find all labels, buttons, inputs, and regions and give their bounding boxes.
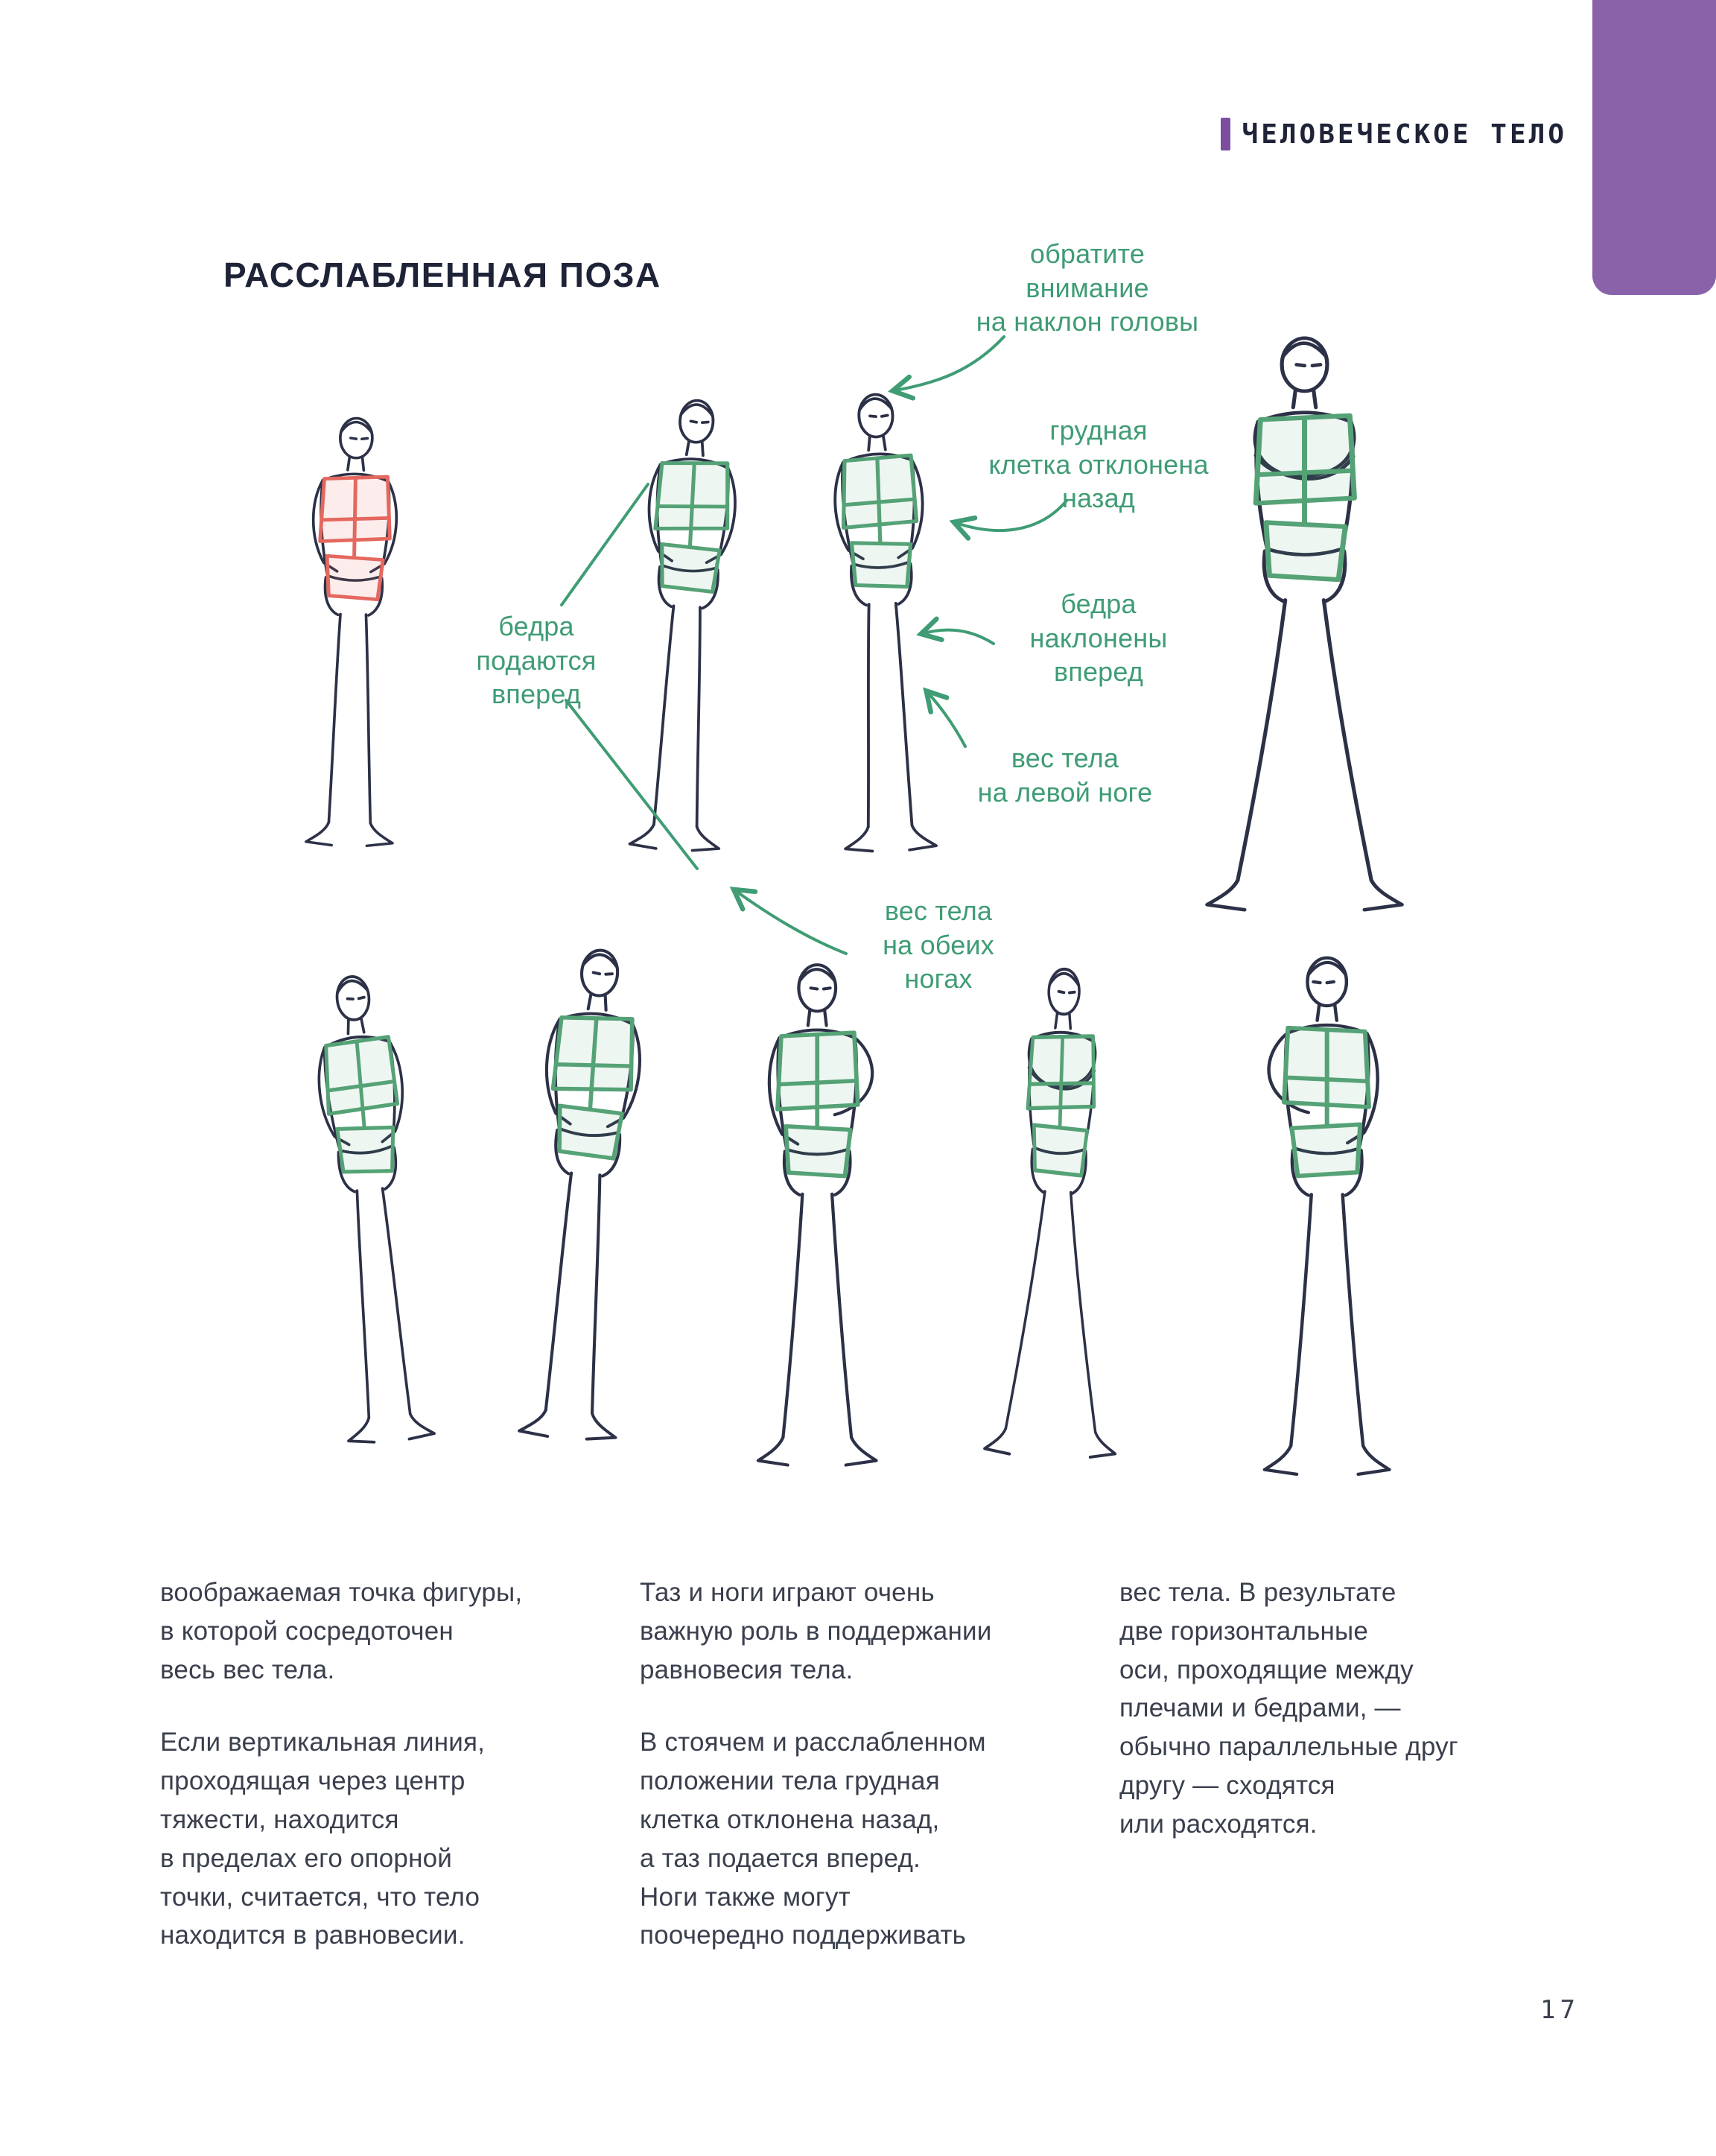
figure-sketch-hands-on-hips [724, 951, 909, 1503]
figure-sketch-arms-crossed-legs-crossed [972, 952, 1140, 1496]
annotation-hips-push-forward: бедра подаются вперед [476, 611, 597, 710]
figure-sketch-looking-up [270, 957, 473, 1484]
text-column-2: Таз и ноги играют очень важную роль в по… [640, 1573, 1087, 1989]
corner-tab [1592, 0, 1716, 295]
annotation-ribcage-back: грудная клетка отклонена назад [988, 415, 1209, 514]
body-text-columns: воображаемая точка фигуры, в которой сос… [160, 1573, 1575, 1989]
figure-sketch-weight-left-leg [789, 378, 976, 889]
paragraph: Таз и ноги играют очень важную роль в по… [640, 1578, 992, 1684]
chapter-title: ЧЕЛОВЕЧЕСКОЕ ТЕЛО [1242, 118, 1567, 150]
paragraph: воображаемая точка фигуры, в которой сос… [160, 1578, 523, 1684]
arrow-weight-both-legs [729, 887, 848, 955]
annotation-hips-tilted-forward: бедра наклонены вперед [1029, 589, 1168, 688]
annotation-weight-both-legs: вес тела на обеих ногах [883, 895, 994, 995]
paragraph: Если вертикальная линия, проходящая чере… [160, 1728, 486, 1950]
annotation-weight-left-leg: вес тела на левой ноге [977, 743, 1153, 808]
chapter-accent-bar [1220, 118, 1230, 150]
annotation-head-tilt: обратите внимание на наклон головы [976, 238, 1199, 337]
page-number: 17 [1540, 1995, 1580, 2025]
text-column-1: воображаемая точка фигуры, в которой сос… [160, 1573, 607, 1989]
paragraph: В стоячем и расслабленном положении тела… [640, 1728, 986, 1950]
text-column-3: вес тела. В результате две горизонтальны… [1119, 1573, 1566, 1989]
figure-sketch-red-boxes [267, 405, 436, 881]
figure-sketch-head-down [474, 930, 690, 1483]
chapter-header: ЧЕЛОВЕЧЕСКОЕ ТЕЛО [1220, 118, 1567, 150]
section-title: РАССЛАБЛЕННАЯ ПОЗА [223, 256, 661, 294]
paragraph: вес тела. В результате две горизонтальны… [1119, 1578, 1458, 1839]
figure-sketch-hand-on-hip-mirrored [1230, 943, 1426, 1514]
